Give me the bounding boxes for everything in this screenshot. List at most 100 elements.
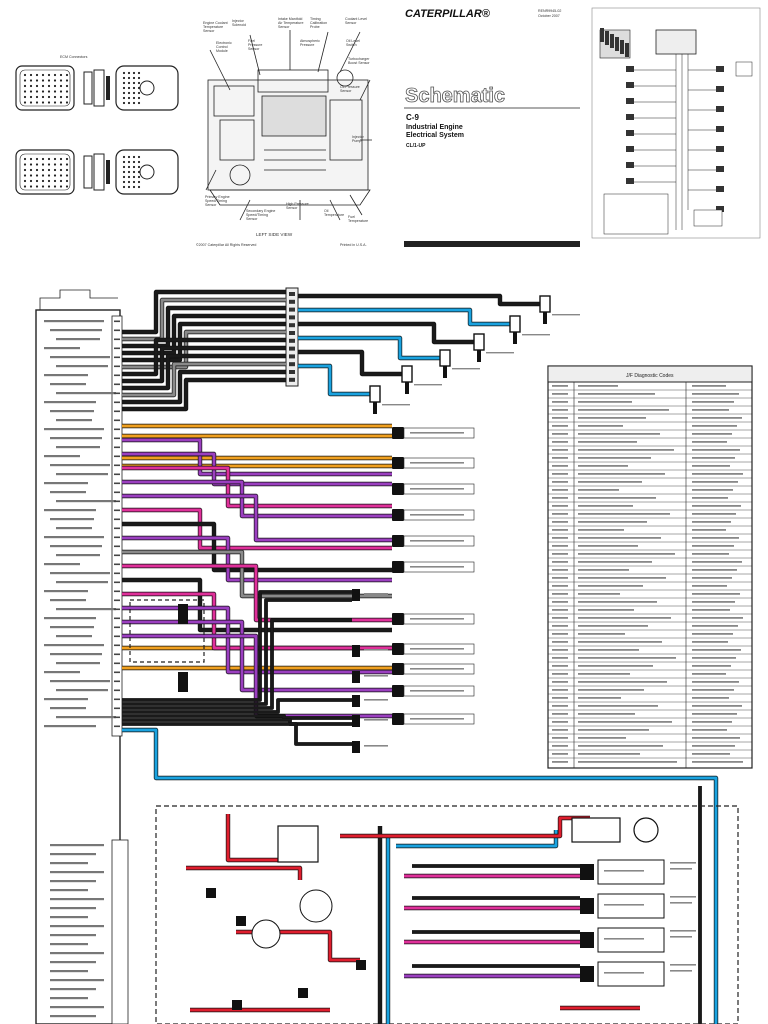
harness-wire (122, 289, 286, 335)
table-row (548, 405, 752, 411)
engine-harness-connector (285, 287, 299, 387)
cover-line-1: Industrial Engine (406, 124, 463, 131)
ecm-connector-j1-front (15, 65, 75, 111)
ground-wire (122, 698, 352, 714)
sensor-signal-wire (122, 605, 392, 675)
table-row (548, 637, 752, 643)
bottom-sensor-connector (580, 961, 696, 987)
overview-schematic-thumbnail (591, 7, 761, 239)
small-component (356, 960, 366, 970)
sensor-connector (392, 509, 475, 521)
sensor-signal-wire (122, 535, 392, 583)
printed-in-text: Printed in U.S.A. (340, 243, 367, 247)
table-row (548, 453, 752, 459)
injector-wire (298, 321, 474, 345)
ground-connector (352, 715, 388, 727)
harness-wire (122, 369, 286, 405)
doc-date: October 2007 (538, 14, 560, 18)
svg-text:High Pressure: High Pressure (286, 202, 309, 206)
engine-model: C-9 (406, 113, 419, 122)
relay-component (178, 672, 188, 692)
svg-text:Boost Sensor: Boost Sensor (348, 61, 370, 65)
svg-text:Atmospheric: Atmospheric (300, 39, 320, 43)
table-row (548, 557, 752, 563)
gauge-component (251, 919, 281, 949)
svg-text:Probe: Probe (310, 25, 320, 29)
bottom-sensor-connector (580, 859, 696, 885)
svg-text:Module: Module (216, 49, 228, 53)
injector-solenoid (539, 295, 580, 324)
svg-text:Sensor: Sensor (205, 203, 217, 207)
table-row (548, 501, 752, 507)
svg-text:Temperature: Temperature (203, 25, 223, 29)
ecm-connector-j1-side (83, 69, 110, 107)
sensor-signal-wire (122, 521, 392, 573)
ground-wire (122, 598, 352, 706)
injector-wire (298, 349, 402, 377)
table-row (548, 493, 752, 499)
ground-connector (352, 741, 388, 753)
table-row (548, 389, 752, 395)
bottom-power-wire (236, 929, 360, 963)
table-title: J/F Diagnostic Codes (626, 373, 674, 379)
table-row (548, 749, 752, 755)
ecm-connector-j2-front (15, 149, 75, 195)
svg-text:Control: Control (216, 45, 228, 49)
injector-solenoid (439, 349, 480, 378)
svg-text:Secondary Engine: Secondary Engine (246, 209, 275, 213)
svg-text:Pump: Pump (352, 139, 361, 143)
small-component (232, 1000, 242, 1010)
table-row (548, 541, 752, 547)
svg-text:Sensor: Sensor (278, 25, 290, 29)
sensor-connector (392, 561, 475, 573)
ground-connector (352, 645, 388, 657)
ground-connector (352, 671, 388, 683)
harness-wire (122, 305, 286, 349)
relay-component (178, 604, 188, 624)
injector-solenoid (473, 333, 514, 362)
svg-text:Sensor: Sensor (246, 217, 258, 221)
cover-block: CATERPILLAR® RENR9945-02 October 2007 Sc… (404, 8, 580, 247)
svg-text:Coolant Level: Coolant Level (345, 17, 367, 21)
table-row (548, 549, 752, 555)
table-row (548, 661, 752, 667)
table-row (548, 445, 752, 451)
sensor-connector (392, 457, 475, 469)
svg-text:Injector: Injector (232, 19, 245, 23)
sensor-signal-wire (122, 549, 392, 599)
table-row (548, 693, 752, 699)
document-title: Schematic (405, 85, 505, 107)
ecm-module (35, 289, 129, 1024)
cover-line-2: Electrical System (406, 132, 464, 139)
table-row (548, 677, 752, 683)
sensor-signal-wire (122, 465, 392, 509)
table-row (548, 437, 752, 443)
table-row (548, 653, 752, 659)
harness-wire (122, 361, 286, 398)
svg-text:Injector: Injector (352, 135, 365, 139)
harness-wire (122, 313, 286, 356)
gauge-component (299, 889, 333, 923)
bottom-power-wire (340, 815, 590, 839)
svg-text:Oil Pressure: Oil Pressure (340, 85, 360, 89)
table-row (548, 725, 752, 731)
table-row (548, 629, 752, 635)
sensor-signal-wire (122, 437, 392, 477)
ecm-connectors-panel: ECM Connectors (15, 55, 179, 195)
svg-text:Engine Coolant: Engine Coolant (203, 21, 228, 25)
table-row (548, 669, 752, 675)
ground-wire (122, 714, 352, 720)
table-row (548, 757, 752, 763)
svg-text:Solenoid: Solenoid (232, 23, 246, 27)
table-row (548, 485, 752, 491)
sensor-signal-wire (122, 507, 392, 551)
ground-wire (122, 590, 352, 702)
sensor-connector (392, 713, 475, 725)
table-row (548, 525, 752, 531)
svg-text:Pressure: Pressure (300, 43, 314, 47)
injector-solenoid (509, 315, 550, 344)
svg-text:Turbocharger: Turbocharger (348, 57, 370, 61)
injector-solenoid (401, 365, 442, 394)
diagnostic-code-table: J/F Diagnostic Codes (547, 365, 753, 769)
table-row (548, 709, 752, 715)
